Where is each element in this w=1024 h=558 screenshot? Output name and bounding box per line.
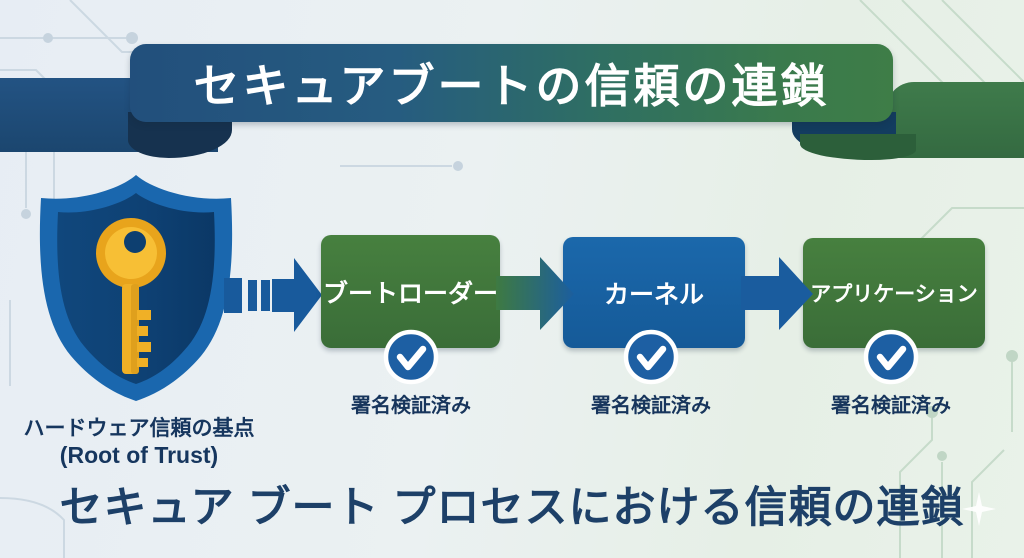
key-icon xyxy=(96,218,166,374)
step-label: カーネル xyxy=(603,280,704,309)
step-label: ブートローダー xyxy=(322,279,498,308)
diagram-caption: セキュア ブート プロセスにおける信頼の連鎖 xyxy=(59,484,965,532)
root-of-trust-label-jp: ハードウェア信頼の基点 xyxy=(23,417,255,440)
step-box-kernel: カーネル xyxy=(563,237,745,348)
arrow-icon xyxy=(496,257,574,330)
root-of-trust-label: ハードウェア信頼の基点 (Root of Trust) xyxy=(8,417,270,469)
check-circle-icon xyxy=(863,329,919,385)
status-verified: 署名検証済み xyxy=(351,395,471,417)
page-title: セキュアブートの信頼の連鎖 xyxy=(193,60,830,112)
arrow-icon xyxy=(741,257,813,330)
step-box-bootloader: ブートローダー xyxy=(321,235,500,348)
check-circle-icon xyxy=(383,329,439,385)
check-circle-icon xyxy=(623,329,679,385)
step-box-application: アプリケーション xyxy=(803,238,985,348)
root-of-trust-label-en: (Root of Trust) xyxy=(59,441,219,468)
shield-key-icon xyxy=(39,175,233,401)
status-verified: 署名検証済み xyxy=(831,395,951,417)
status-verified: 署名検証済み xyxy=(591,395,711,417)
step-label: アプリケーション xyxy=(810,283,978,306)
dashed-arrow-icon xyxy=(224,258,322,332)
sparkle-icon xyxy=(962,492,996,526)
title-banner: セキュアブートの信頼の連鎖 xyxy=(130,44,893,122)
